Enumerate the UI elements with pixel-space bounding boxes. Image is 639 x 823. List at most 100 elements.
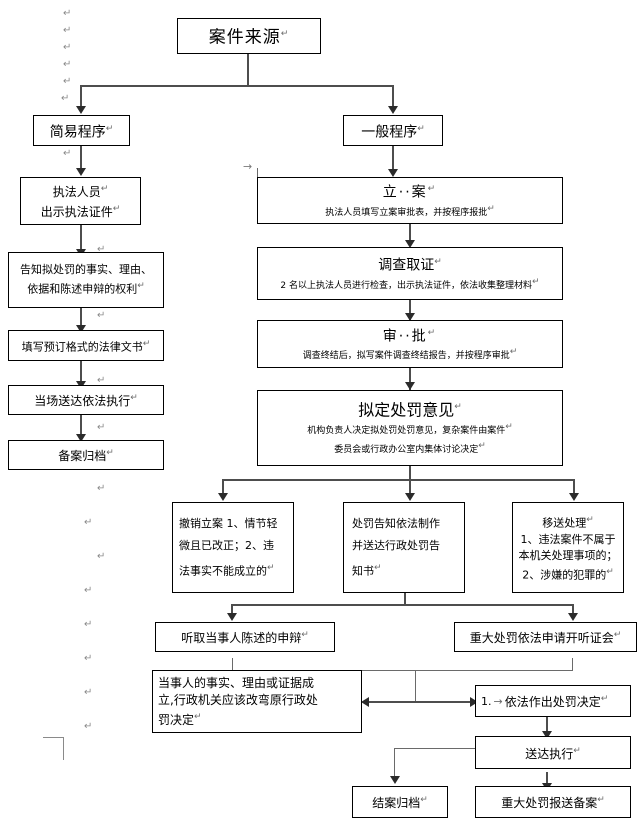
node-onsite-delivery-line1: 当场送达依法执行↵	[34, 393, 138, 408]
connector-source-stem	[247, 52, 249, 86]
paragraph-mark-inline: ↵	[487, 203, 495, 214]
node-onsite-delivery[interactable]: 当场送达依法执行↵	[8, 385, 164, 415]
paragraph-mark-inline: ↵	[112, 204, 121, 214]
paragraph-mark-inline: ↵	[606, 566, 614, 577]
arrow-simple-to-officer	[76, 168, 86, 176]
node-fill-documents[interactable]: 填写预订格式的法律文书↵	[8, 330, 164, 361]
node-general-procedure[interactable]: 一般程序↵	[343, 115, 443, 146]
connector-notice-stem	[404, 593, 406, 605]
paragraph-mark: ↵	[63, 8, 72, 19]
paragraph-mark: ↵	[84, 653, 93, 664]
node-record-archive[interactable]: 备案归档↵	[8, 440, 164, 470]
node-approval[interactable]: 审··批↵ 调查终结后，拟写案件调查终结报告，并按程序审批↵	[257, 320, 563, 368]
node-party-evidence[interactable]: 当事人的事实、理由或证据成 立,行政机关应该改弯原行政处 罚决定↵	[152, 670, 362, 733]
node-case-source[interactable]: 案件来源↵	[177, 18, 321, 54]
connector-hear-down	[232, 658, 233, 671]
node-revoke-filing[interactable]: 撤销立案 1、情节轻 微且已改正；2、违 法事实不能成立的↵	[172, 502, 294, 593]
connector-deliver-to-report	[546, 772, 548, 790]
node-hear-statement-title: 听取当事人陈述的申辩↵	[181, 630, 309, 645]
node-draft-opinion[interactable]: 拟定处罚意见↵ 机构负责人决定拟处罚处罚意见，复杂案件由案件↵ 委员会或行政办公…	[257, 390, 563, 466]
page-corner-mark	[43, 737, 64, 760]
connector-onsite-to-archive	[80, 415, 82, 437]
node-make-decision-prefix: 1.	[481, 694, 492, 708]
node-case-filing[interactable]: 立··案↵ 执法人员填写立案审批表，并按程序报批↵	[257, 177, 563, 224]
node-close-archive-title: 结案归档↵	[372, 795, 428, 810]
node-major-hearing-title: 重大处罚依法申请开听证会↵	[469, 630, 622, 645]
node-party-evidence-line3: 罚决定↵	[158, 711, 202, 727]
node-simple-procedure[interactable]: 简易程序↵	[33, 115, 130, 146]
paragraph-mark: ↵	[63, 148, 72, 159]
node-investigation[interactable]: 调查取证↵ 2 名以上执法人员进行检查，出示执法证件，依法收集整理材料↵	[257, 247, 563, 300]
paragraph-mark: ↵	[63, 42, 72, 53]
connector-notify-to-fill	[80, 308, 82, 329]
paragraph-mark: ↵	[97, 375, 106, 386]
node-notify-rights[interactable]: 告知拟处罚的事实、理由、 依据和陈述申辩的权利↵	[8, 252, 164, 308]
connector-draft-split	[222, 479, 575, 481]
node-penalty-notice-line1: 处罚告知依法制作	[352, 516, 440, 530]
arrow-onsite-to-archive	[76, 434, 86, 442]
node-record-archive-line1: 备案归档↵	[58, 448, 114, 463]
connector-to-hear	[231, 604, 233, 616]
paragraph-mark-inline: ↵	[509, 347, 518, 358]
node-investigation-sub: 2 名以上执法人员进行检查，出示执法证件，依法收集整理材料↵	[280, 276, 540, 291]
arrow-to-simple	[76, 106, 86, 114]
node-penalty-notice[interactable]: 处罚告知依法制作 并送达行政处罚告 知书↵	[343, 502, 465, 593]
paragraph-mark-inline: ↵	[478, 440, 486, 451]
arrow-to-decision	[470, 697, 478, 707]
paragraph-mark-inline: ↵	[105, 123, 114, 134]
node-case-source-title: 案件来源↵	[208, 27, 290, 48]
node-party-evidence-line2: 立,行政机关应该改弯原行政处	[158, 692, 318, 707]
connector-decision-to-deliver	[546, 717, 548, 736]
paragraph-mark-inline: ↵	[106, 448, 114, 458]
node-major-hearing[interactable]: 重大处罚依法申请开听证会↵	[454, 622, 637, 652]
paragraph-mark: ↵	[97, 310, 106, 321]
node-draft-opinion-title: 拟定处罚意见↵	[358, 400, 462, 420]
connector-to-transfer	[573, 479, 575, 494]
arrow-to-notice	[405, 493, 415, 501]
paragraph-mark-inline: ↵	[420, 795, 428, 805]
connector-approval-to-draft	[409, 368, 411, 390]
paragraph-mark: ↵	[63, 25, 72, 36]
node-investigation-title: 调查取证↵	[378, 257, 442, 274]
node-notify-rights-line1: 告知拟处罚的事实、理由、	[20, 263, 152, 277]
arrow-decision-to-deliver	[542, 731, 552, 739]
paragraph-mark-inline: ↵	[417, 123, 425, 134]
arrow-to-major-hearing	[568, 613, 578, 621]
paragraph-mark: ↵	[97, 422, 106, 433]
connector-to-decision	[415, 701, 473, 703]
node-enforcement-officer[interactable]: 执法人员↵ 出示执法证件↵	[20, 177, 141, 225]
arrow-to-transfer	[569, 493, 579, 501]
node-fill-documents-line1: 填写预订格式的法律文书↵	[21, 338, 151, 354]
paragraph-mark-inline: ↵	[267, 562, 275, 573]
paragraph-mark-inline: ↵	[280, 29, 290, 40]
connector-to-party-evidence	[368, 701, 416, 703]
paragraph-mark: ↵	[84, 517, 93, 528]
connector-to-revoke	[222, 479, 224, 494]
paragraph-mark: ↵	[61, 93, 70, 104]
node-approval-title: 审··批↵	[382, 327, 438, 345]
node-deliver-execute[interactable]: 送达执行↵	[475, 736, 631, 769]
node-make-decision-title: 依法作出处罚决定↵	[504, 694, 609, 709]
connector-investigation-to-approval	[409, 300, 411, 320]
connector-close-stem	[394, 748, 395, 780]
connector-merge-bar	[232, 670, 573, 671]
paragraph-mark-inline: ↵	[427, 327, 438, 338]
node-simple-procedure-title: 简易程序↵	[49, 123, 114, 141]
node-hear-statement[interactable]: 听取当事人陈述的申辩↵	[155, 622, 335, 652]
paragraph-mark-inline: ↵	[434, 257, 442, 268]
connector-merge-stem	[415, 670, 416, 703]
node-major-report[interactable]: 重大处罚报送备案↵	[475, 786, 631, 818]
arrow-investigation-to-approval	[405, 313, 415, 321]
connector-filing-to-investigation	[409, 224, 411, 246]
node-transfer-handling-line1: 移送处理↵	[542, 514, 594, 530]
node-make-decision[interactable]: 1. → 依法作出处罚决定↵	[475, 685, 631, 717]
arrow-approval-to-draft	[405, 382, 415, 390]
node-penalty-notice-line3: 知书↵	[352, 562, 382, 578]
node-transfer-handling[interactable]: 移送处理↵ 1、违法案件不属于 本机关处理事项的； 2、涉嫌的犯罪的↵	[512, 502, 624, 593]
paragraph-mark-inline: ↵	[573, 745, 581, 756]
paragraph-mark-inline: ↵	[100, 184, 109, 194]
arrow-to-revoke	[218, 493, 228, 501]
filing-inbound-arrow-icon: →	[243, 160, 253, 173]
node-close-archive[interactable]: 结案归档↵	[352, 786, 448, 818]
